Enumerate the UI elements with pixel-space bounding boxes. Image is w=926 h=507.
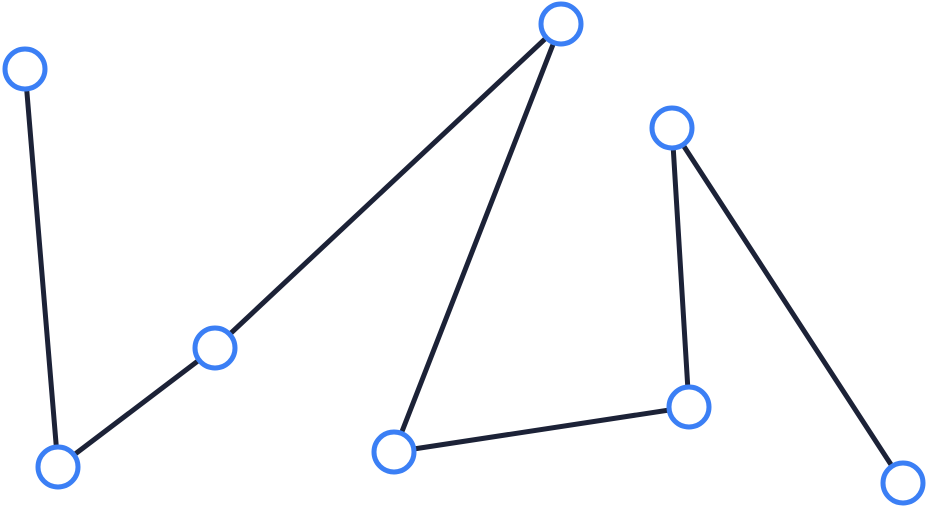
edge-n1-n2 — [22, 66, 61, 470]
edge-n4-n5 — [391, 21, 564, 455]
edge-n2-n3 — [55, 345, 218, 470]
node-n6 — [666, 384, 712, 430]
node-n4 — [538, 1, 584, 47]
node-n7 — [649, 105, 695, 151]
edge-n6-n7 — [669, 125, 692, 410]
edge-n5-n6 — [391, 404, 692, 455]
node-n5 — [371, 429, 417, 475]
node-n2 — [35, 444, 81, 490]
edge-n3-n4 — [212, 21, 564, 351]
edges-layer — [22, 21, 906, 486]
node-n8 — [880, 460, 926, 506]
edge-n7-n8 — [669, 125, 906, 486]
node-n1 — [2, 46, 48, 92]
node-n3 — [192, 325, 238, 371]
